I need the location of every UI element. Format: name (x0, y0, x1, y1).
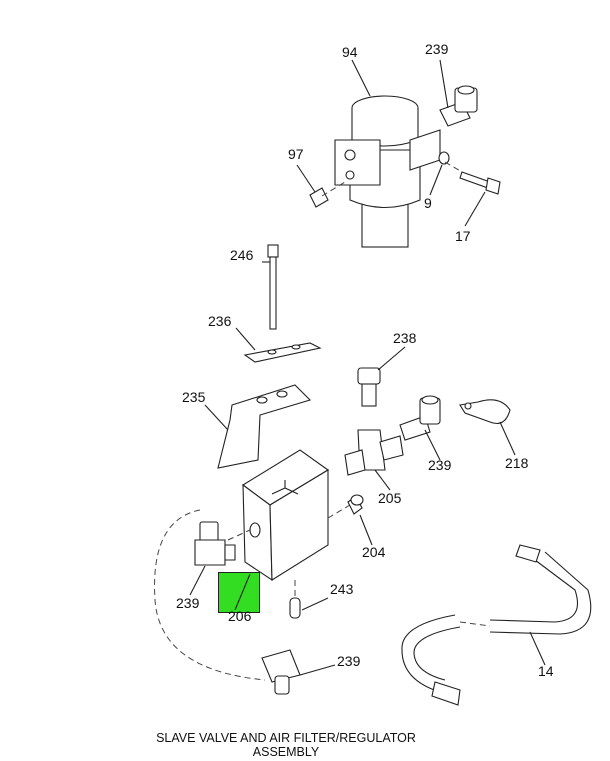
callout-17: 17 (455, 228, 471, 244)
callout-14: 14 (538, 663, 554, 679)
callout-239-top: 239 (425, 41, 449, 57)
plug-204[interactable] (347, 494, 364, 515)
elbow-fitting-239-bottom[interactable] (261, 649, 301, 695)
callout-246: 246 (230, 247, 254, 263)
callout-204: 204 (362, 544, 386, 560)
fitting-238[interactable] (357, 367, 381, 407)
callout-239-left: 239 (176, 595, 200, 611)
bracket-235[interactable] (217, 384, 312, 469)
diagram-caption: SLAVE VALVE AND AIR FILTER/REGULATOR ASS… (0, 731, 572, 759)
callout-9: 9 (424, 195, 432, 211)
tee-fitting-205[interactable] (344, 429, 404, 476)
air-filter-regulator-part[interactable] (334, 95, 441, 248)
callout-218: 218 (505, 455, 529, 471)
hose-14[interactable] (401, 544, 592, 706)
callout-97: 97 (288, 146, 304, 162)
callout-205: 205 (378, 490, 402, 506)
callout-94: 94 (342, 44, 358, 60)
callout-239-bottom: 239 (337, 653, 361, 669)
washer-9[interactable] (438, 151, 450, 165)
callout-243: 243 (330, 581, 354, 597)
callout-239-mid: 239 (428, 457, 452, 473)
caption-line-1: SLAVE VALVE AND AIR FILTER/REGULATOR (156, 731, 416, 745)
slave-valve-block-206[interactable] (242, 449, 330, 582)
elbow-fitting-239-mid[interactable] (399, 395, 441, 441)
callout-235: 235 (182, 389, 206, 405)
bolt-246[interactable] (267, 244, 279, 330)
caption-line-2: ASSEMBLY (252, 745, 320, 759)
clamp-218[interactable] (459, 399, 511, 425)
callout-238: 238 (393, 330, 417, 346)
highlighted-part-206[interactable] (218, 572, 260, 613)
pin-243[interactable] (289, 597, 301, 619)
plate-236[interactable] (243, 342, 322, 363)
callout-236: 236 (208, 313, 232, 329)
plug-97[interactable] (309, 187, 329, 208)
fitting-239-left[interactable] (194, 521, 236, 566)
bolt-17[interactable] (459, 171, 501, 195)
